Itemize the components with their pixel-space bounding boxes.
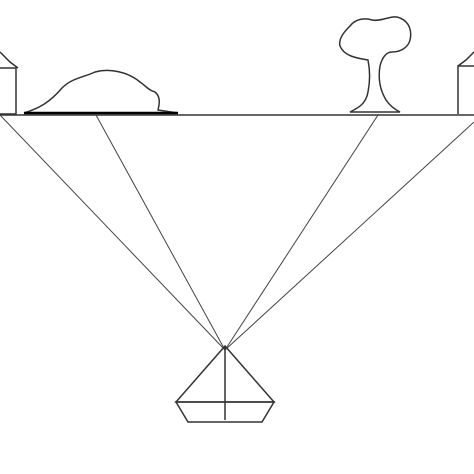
- sight-lines: [0, 114, 474, 351]
- tree-icon: [338, 16, 412, 113]
- rock-icon: [23, 69, 179, 115]
- sight-line-tree: [224, 114, 379, 351]
- sight-line-rock: [95, 114, 226, 351]
- sight-line-left-lighthouse: [0, 114, 226, 351]
- right-lighthouse-icon: [457, 51, 474, 114]
- sailboat-icon: [174, 344, 276, 423]
- left-lighthouse-icon: [0, 51, 19, 115]
- sight-line-right-lighthouse: [224, 121, 474, 351]
- hull: [174, 401, 276, 423]
